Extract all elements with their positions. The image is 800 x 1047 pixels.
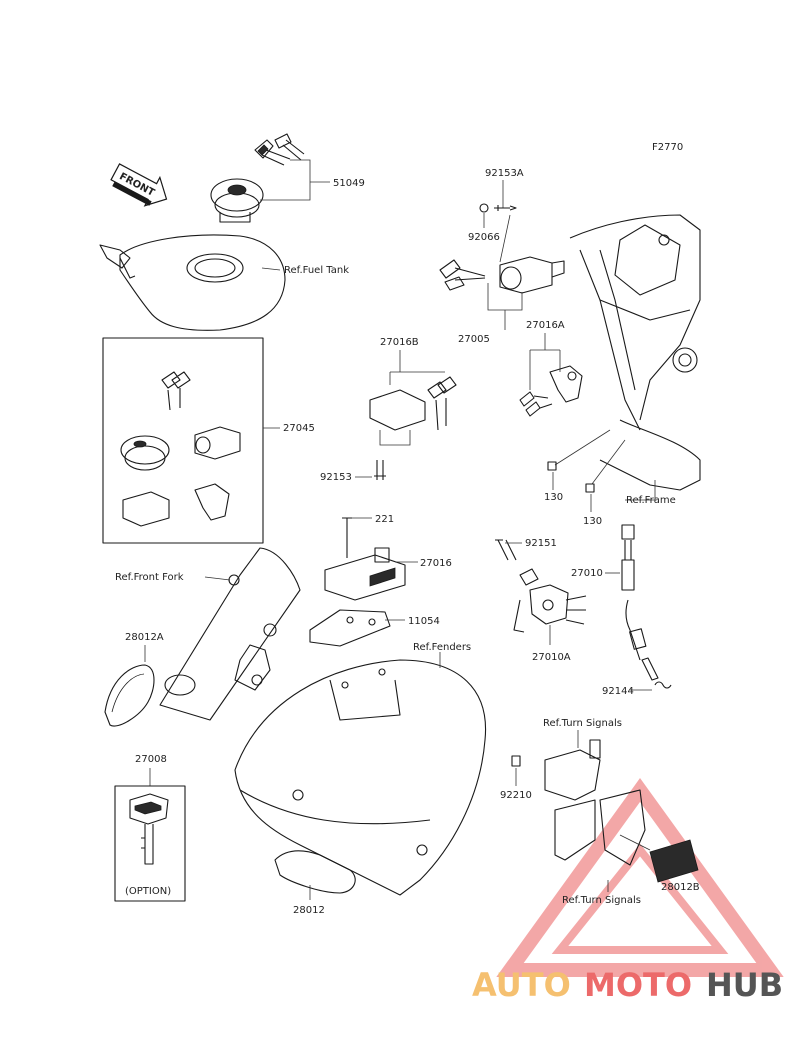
plate-11054: [309, 609, 391, 647]
reflector-28012: [274, 850, 356, 894]
label-28012: 28012: [293, 905, 325, 916]
keys-51049: [254, 133, 305, 166]
switch-27010a: [513, 568, 587, 633]
kit-box-27045: [102, 337, 264, 544]
reflector-28012a: [104, 664, 155, 727]
frame: [569, 214, 701, 491]
reflector-28012b: [649, 839, 699, 883]
fender: [234, 659, 487, 896]
label-28012a: 28012A: [125, 632, 164, 643]
license-bracket: [544, 739, 646, 866]
watermark-hub: HUB: [706, 966, 783, 1004]
bracket-27016: [324, 547, 406, 601]
label-92151: 92151: [525, 538, 557, 549]
fuel-tank: [99, 234, 286, 331]
watermark-triangle: [496, 778, 784, 977]
bracket-27016a: [519, 365, 583, 417]
label-27016a: 27016A: [526, 320, 565, 331]
front-fork: [159, 547, 301, 721]
label-27016b: 27016B: [380, 337, 419, 348]
label-ref-turn-signals-bottom: Ref.Turn Signals: [562, 895, 641, 906]
front-arrow: FRONT: [110, 163, 168, 207]
bolt-130-b: [585, 483, 595, 493]
fuel-cap: [210, 178, 264, 223]
label-130-a: 130: [544, 492, 563, 503]
label-92144: 92144: [602, 686, 634, 697]
label-28012b: 28012B: [661, 882, 700, 893]
label-92153: 92153: [320, 472, 352, 483]
label-27008: 27008: [135, 754, 167, 765]
label-ref-fenders: Ref.Fenders: [413, 642, 471, 653]
label-ref-frame: Ref.Frame: [626, 495, 676, 506]
bracket-27016b: [369, 376, 457, 431]
sensor-27010: [621, 524, 659, 681]
figure-code: F2770: [652, 142, 683, 153]
label-27045: 27045: [283, 423, 315, 434]
kit-27045-contents: [120, 371, 241, 527]
watermark-moto: MOTO: [584, 966, 692, 1004]
label-option: (OPTION): [125, 886, 171, 897]
label-92153a: 92153A: [485, 168, 524, 179]
watermark: AUTO MOTO HUB: [472, 966, 783, 1004]
label-ref-turn-signals-top: Ref.Turn Signals: [543, 718, 622, 729]
label-92210: 92210: [500, 790, 532, 801]
label-130-b: 130: [583, 516, 602, 527]
label-27010a: 27010A: [532, 652, 571, 663]
bolt-130-a: [547, 461, 557, 471]
label-221: 221: [375, 514, 394, 525]
label-ref-fuel-tank: Ref.Fuel Tank: [284, 265, 349, 276]
bolt-92210: [511, 755, 521, 767]
option-box-27008: [114, 785, 186, 902]
label-27005: 27005: [458, 334, 490, 345]
label-27010: 27010: [571, 568, 603, 579]
key-27008: [129, 793, 169, 865]
label-51049: 51049: [333, 178, 365, 189]
label-27016: 27016: [420, 558, 452, 569]
watermark-auto: AUTO: [472, 966, 571, 1004]
ignition-switch-27005: [439, 256, 565, 294]
label-11054: 11054: [408, 616, 440, 627]
label-92066: 92066: [468, 232, 500, 243]
label-ref-front-fork: Ref.Front Fork: [115, 572, 184, 583]
